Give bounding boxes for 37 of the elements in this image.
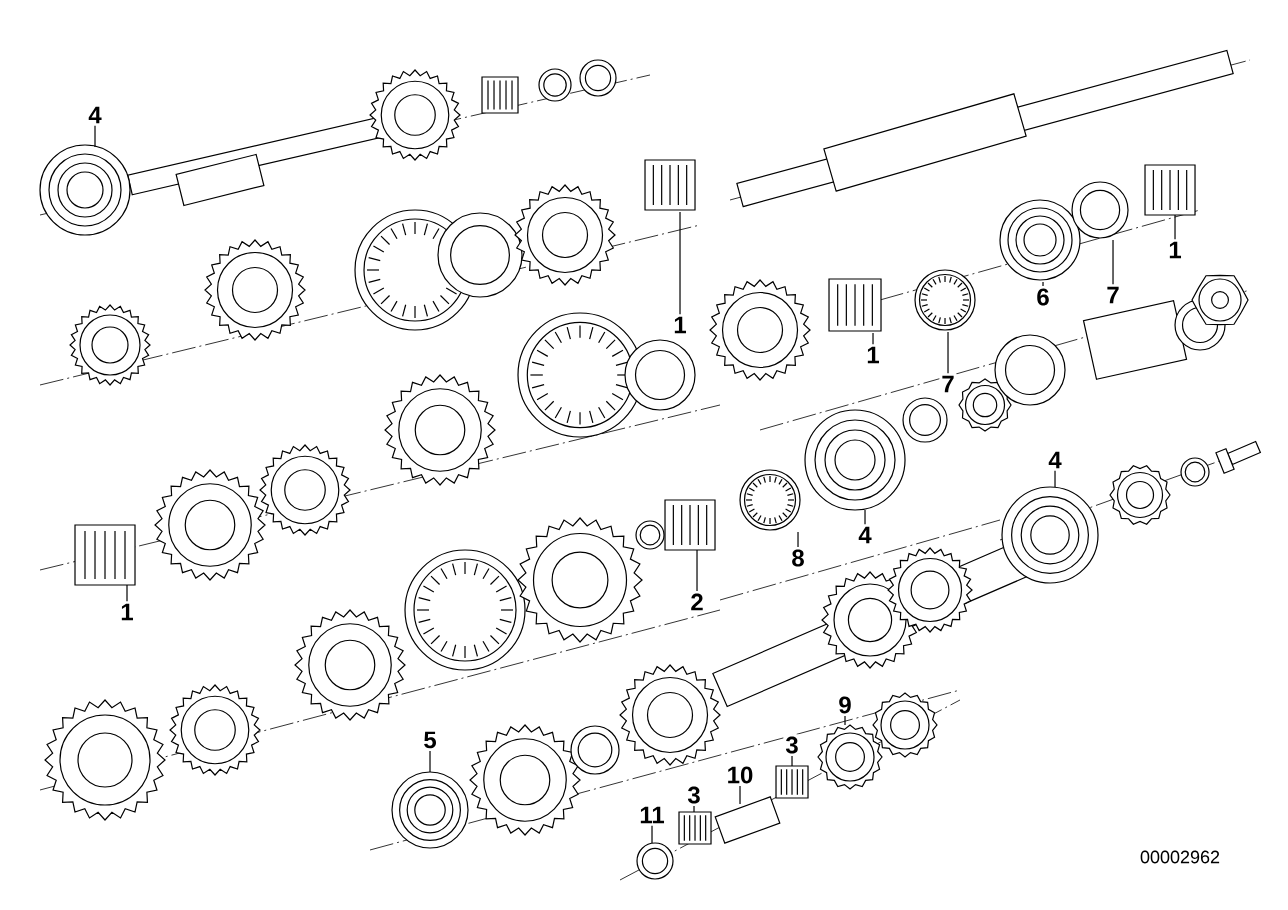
callout-number: 3: [685, 784, 703, 806]
callout-number: 7: [939, 373, 957, 395]
callout-number: 7: [1104, 284, 1122, 306]
callout-number: 5: [421, 729, 439, 751]
callout-number: 1: [118, 601, 136, 623]
drawing-number: 00002962: [1140, 850, 1220, 864]
callout-number: 2: [688, 591, 706, 613]
callout-number: 4: [856, 524, 874, 546]
leader-line: [429, 750, 431, 773]
leader-line: [1112, 239, 1114, 285]
callout-number: 4: [1046, 449, 1064, 471]
leader-line: [872, 332, 874, 345]
callout-number: 9: [836, 694, 854, 716]
callout-number: 1: [864, 344, 882, 366]
leader-line: [679, 211, 681, 315]
callout-number: 1: [1166, 239, 1184, 261]
leader-line: [1042, 281, 1044, 287]
leader-line: [693, 805, 695, 813]
callout-number: 10: [724, 764, 756, 786]
callout-number: 11: [637, 804, 667, 826]
leader-line: [844, 715, 846, 726]
leader-line: [1174, 214, 1176, 240]
callout-number: 4: [86, 104, 104, 126]
leader-line: [1054, 470, 1056, 488]
callout-number: 3: [783, 734, 801, 756]
leader-line: [651, 825, 653, 844]
leader-line: [696, 549, 698, 592]
leader-line: [739, 785, 741, 805]
leader-line: [947, 331, 949, 374]
leader-line: [797, 531, 799, 548]
callout-number: 6: [1034, 286, 1052, 308]
leader-line: [94, 125, 96, 148]
leader-line: [864, 509, 866, 525]
callout-number: 1: [671, 314, 689, 336]
callout-number: 8: [789, 547, 807, 569]
leader-line: [791, 755, 793, 767]
leader-line: [126, 584, 128, 602]
